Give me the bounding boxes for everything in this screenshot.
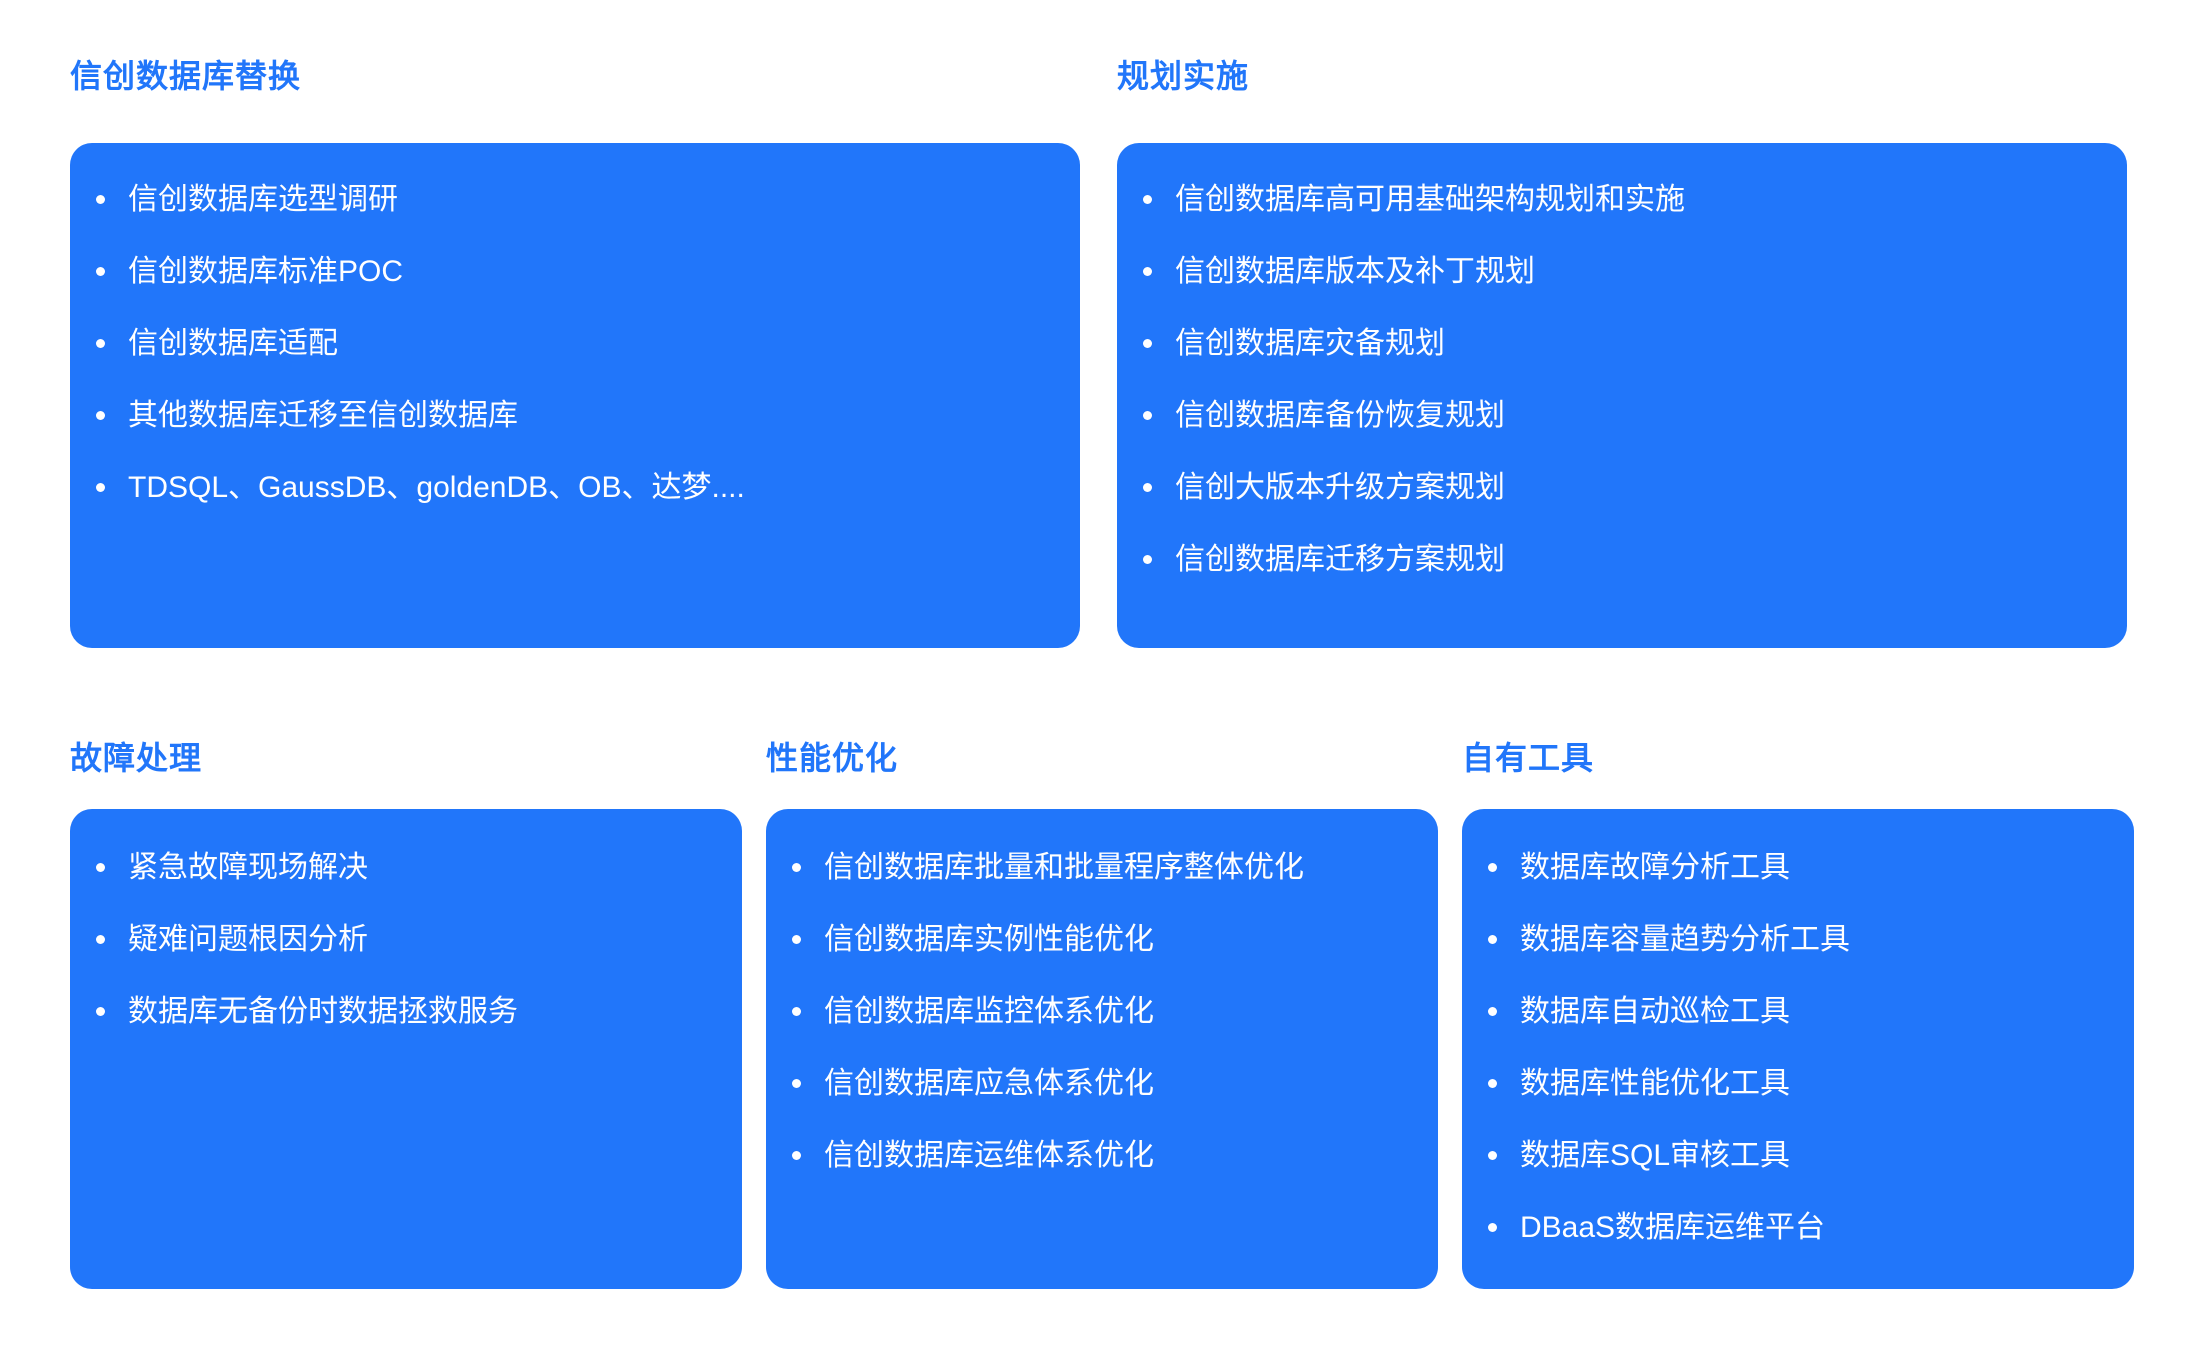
section-performance-optimization: 性能优化 信创数据库批量和批量程序整体优化 信创数据库实例性能优化 信创数据库监… [766,740,1438,1289]
section-xinchuang-db-replacement: 信创数据库替换 信创数据库选型调研 信创数据库标准POC 信创数据库适配 其他数… [70,58,1080,648]
bullet-dot-icon [96,935,105,944]
list-item: 信创大版本升级方案规划 [1117,452,2097,524]
list-item: 紧急故障现场解决 [70,832,712,904]
list-item-text: 数据库性能优化工具 [1520,1067,1790,1100]
list-item-text: 信创数据库选型调研 [128,183,398,216]
list-item-text: TDSQL、GaussDB、goldenDB、OB、达梦.... [128,471,745,504]
list-item: 疑难问题根因分析 [70,904,712,976]
section-card: 信创数据库选型调研 信创数据库标准POC 信创数据库适配 其他数据库迁移至信创数… [70,143,1080,648]
bullet-dot-icon [1488,1151,1497,1160]
list-item-text: 数据库故障分析工具 [1520,851,1790,884]
section-planning-implementation: 规划实施 信创数据库高可用基础架构规划和实施 信创数据库版本及补丁规划 信创数据… [1117,58,2127,648]
list-item-text: 数据库容量趋势分析工具 [1520,923,1850,956]
list-item-text: 信创数据库适配 [128,327,338,360]
list-item-text: 信创大版本升级方案规划 [1175,471,1505,504]
list-item: 数据库容量趋势分析工具 [1462,904,2104,976]
bullet-dot-icon [96,195,105,204]
list-item: 信创数据库选型调研 [70,164,1050,236]
list-item: 数据库性能优化工具 [1462,1048,2104,1120]
item-list: 信创数据库高可用基础架构规划和实施 信创数据库版本及补丁规划 信创数据库灾备规划… [1117,164,2097,596]
list-item: 信创数据库应急体系优化 [766,1048,1408,1120]
list-item-text: 信创数据库批量和批量程序整体优化 [824,851,1304,884]
bullet-dot-icon [1143,195,1152,204]
bullet-dot-icon [792,935,801,944]
list-item: 信创数据库版本及补丁规划 [1117,236,2097,308]
top-row: 信创数据库替换 信创数据库选型调研 信创数据库标准POC 信创数据库适配 其他数… [70,58,2134,648]
section-card: 信创数据库高可用基础架构规划和实施 信创数据库版本及补丁规划 信创数据库灾备规划… [1117,143,2127,648]
list-item: 信创数据库实例性能优化 [766,904,1408,976]
item-list: 信创数据库批量和批量程序整体优化 信创数据库实例性能优化 信创数据库监控体系优化… [766,832,1408,1192]
list-item: 信创数据库标准POC [70,236,1050,308]
item-list: 数据库故障分析工具 数据库容量趋势分析工具 数据库自动巡检工具 数据库性能优化工… [1462,832,2104,1264]
list-item: 信创数据库适配 [70,308,1050,380]
list-item: 信创数据库灾备规划 [1117,308,2097,380]
list-item: DBaaS数据库运维平台 [1462,1192,2104,1264]
bullet-dot-icon [1488,935,1497,944]
bullet-dot-icon [1488,1079,1497,1088]
list-item-text: 信创数据库灾备规划 [1175,327,1445,360]
list-item-text: 信创数据库监控体系优化 [824,995,1154,1028]
bottom-row: 故障处理 紧急故障现场解决 疑难问题根因分析 数据库无备份时数据拯救服务 性能优… [70,740,2134,1289]
section-title: 自有工具 [1462,740,1595,776]
list-item: 信创数据库监控体系优化 [766,976,1408,1048]
bullet-dot-icon [1143,411,1152,420]
bullet-dot-icon [1143,483,1152,492]
list-item: 信创数据库备份恢复规划 [1117,380,2097,452]
bullet-dot-icon [96,339,105,348]
list-item: 其他数据库迁移至信创数据库 [70,380,1050,452]
list-item-text: 信创数据库应急体系优化 [824,1067,1154,1100]
list-item: 数据库故障分析工具 [1462,832,2104,904]
item-list: 信创数据库选型调研 信创数据库标准POC 信创数据库适配 其他数据库迁移至信创数… [70,164,1050,524]
section-title: 故障处理 [70,740,203,776]
section-title: 信创数据库替换 [70,58,302,94]
list-item: TDSQL、GaussDB、goldenDB、OB、达梦.... [70,452,1050,524]
list-item-text: 数据库SQL审核工具 [1520,1139,1791,1172]
item-list: 紧急故障现场解决 疑难问题根因分析 数据库无备份时数据拯救服务 [70,832,712,1048]
list-item-text: 信创数据库迁移方案规划 [1175,543,1505,576]
bullet-dot-icon [96,1007,105,1016]
list-item: 信创数据库运维体系优化 [766,1120,1408,1192]
section-own-tools: 自有工具 数据库故障分析工具 数据库容量趋势分析工具 数据库自动巡检工具 数据库… [1462,740,2134,1289]
bullet-dot-icon [792,1079,801,1088]
bullet-dot-icon [1143,267,1152,276]
list-item-text: 疑难问题根因分析 [128,923,368,956]
list-item: 数据库SQL审核工具 [1462,1120,2104,1192]
list-item: 数据库自动巡检工具 [1462,976,2104,1048]
list-item-text: 数据库无备份时数据拯救服务 [128,995,518,1028]
section-card: 紧急故障现场解决 疑难问题根因分析 数据库无备份时数据拯救服务 [70,809,742,1289]
list-item-text: 紧急故障现场解决 [128,851,368,884]
bullet-dot-icon [1488,1007,1497,1016]
list-item: 信创数据库批量和批量程序整体优化 [766,832,1408,904]
bullet-dot-icon [1488,863,1497,872]
bullet-dot-icon [96,483,105,492]
list-item-text: 信创数据库标准POC [128,255,404,288]
bullet-dot-icon [1143,339,1152,348]
list-item: 数据库无备份时数据拯救服务 [70,976,712,1048]
section-fault-handling: 故障处理 紧急故障现场解决 疑难问题根因分析 数据库无备份时数据拯救服务 [70,740,742,1289]
list-item-text: 信创数据库高可用基础架构规划和实施 [1175,183,1685,216]
bullet-dot-icon [1143,555,1152,564]
bullet-dot-icon [792,863,801,872]
list-item-text: 信创数据库备份恢复规划 [1175,399,1505,432]
section-title: 性能优化 [766,740,899,776]
list-item-text: 信创数据库实例性能优化 [824,923,1154,956]
bullet-dot-icon [792,1007,801,1016]
bullet-dot-icon [96,267,105,276]
list-item-text: DBaaS数据库运维平台 [1520,1211,1826,1244]
section-card: 信创数据库批量和批量程序整体优化 信创数据库实例性能优化 信创数据库监控体系优化… [766,809,1438,1289]
list-item-text: 信创数据库版本及补丁规划 [1175,255,1535,288]
list-item: 信创数据库迁移方案规划 [1117,524,2097,596]
list-item-text: 信创数据库运维体系优化 [824,1139,1154,1172]
bullet-dot-icon [792,1151,801,1160]
section-title: 规划实施 [1117,58,1250,94]
list-item-text: 数据库自动巡检工具 [1520,995,1790,1028]
list-item: 信创数据库高可用基础架构规划和实施 [1117,164,2097,236]
section-card: 数据库故障分析工具 数据库容量趋势分析工具 数据库自动巡检工具 数据库性能优化工… [1462,809,2134,1289]
bullet-dot-icon [96,863,105,872]
bullet-dot-icon [1488,1223,1497,1232]
list-item-text: 其他数据库迁移至信创数据库 [128,399,518,432]
bullet-dot-icon [96,411,105,420]
